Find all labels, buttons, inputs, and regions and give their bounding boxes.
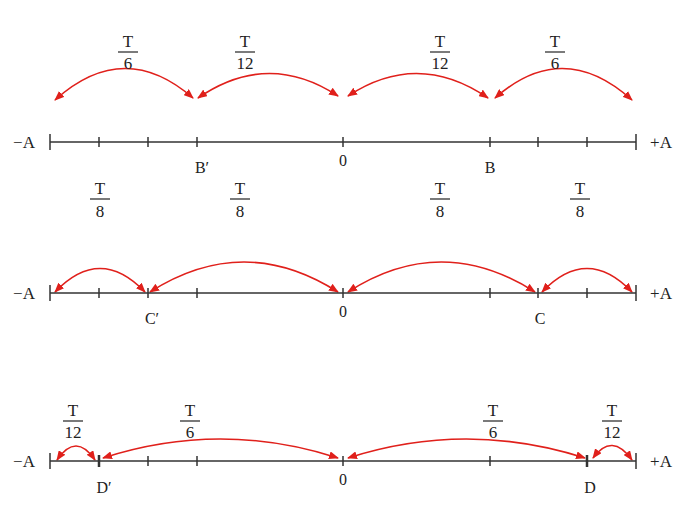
axis-end-label: −A <box>13 453 35 470</box>
fraction-denominator: 6 <box>186 424 195 441</box>
fraction-denominator: 8 <box>96 203 105 220</box>
fraction-numerator: T <box>235 180 245 197</box>
position-label: D′ <box>96 480 111 496</box>
fraction-numerator: T <box>575 180 585 197</box>
position-label: B <box>485 160 496 176</box>
fraction-denominator: 8 <box>576 203 585 220</box>
axis-end-label: −A <box>13 285 35 302</box>
fraction-denominator: 8 <box>236 203 245 220</box>
fraction-denominator: 12 <box>604 424 621 441</box>
axis-end-label: −A <box>13 134 35 151</box>
fraction-denominator: 12 <box>432 55 449 72</box>
fraction-numerator: T <box>550 33 560 50</box>
axis-end-label: +A <box>650 134 672 151</box>
fraction-numerator: T <box>185 402 195 419</box>
fraction-numerator: T <box>607 402 617 419</box>
fraction-numerator: T <box>435 33 445 50</box>
axis-end-label: +A <box>650 285 672 302</box>
origin-label: 0 <box>339 472 347 488</box>
origin-label: 0 <box>339 153 347 169</box>
position-label: D <box>584 480 596 496</box>
fraction-numerator: T <box>68 402 78 419</box>
fraction-numerator: T <box>123 33 133 50</box>
fraction-denominator: 6 <box>551 55 560 72</box>
position-label: C <box>535 311 546 327</box>
fraction-denominator: 12 <box>65 424 82 441</box>
fraction-numerator: T <box>240 33 250 50</box>
fraction-numerator: T <box>435 180 445 197</box>
fraction-denominator: 8 <box>436 203 445 220</box>
fraction-denominator: 12 <box>237 55 254 72</box>
fraction-denominator: 6 <box>489 424 498 441</box>
position-label: C′ <box>145 311 159 327</box>
fraction-numerator: T <box>95 180 105 197</box>
axis-end-label: +A <box>650 453 672 470</box>
fraction-denominator: 6 <box>124 55 133 72</box>
fraction-numerator: T <box>488 402 498 419</box>
origin-label: 0 <box>339 304 347 320</box>
position-label: B′ <box>195 160 209 176</box>
